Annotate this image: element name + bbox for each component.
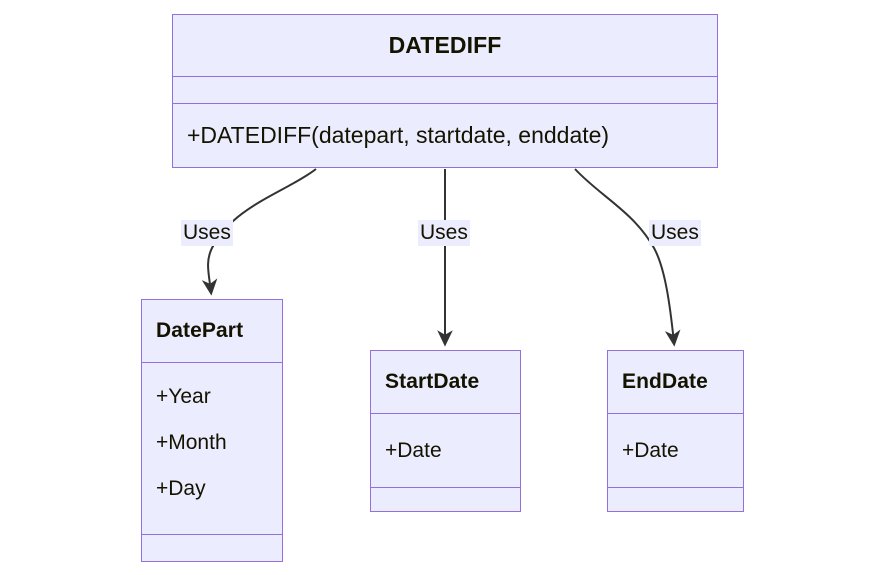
class-methods-section-startdate (371, 487, 520, 511)
class-title-section: EndDate (608, 351, 743, 413)
edge-label-uses-startdate: Uses (418, 220, 470, 247)
class-attributes-section-datepart: +Year +Month +Day (142, 362, 282, 534)
class-attribute-datepart-1: +Month (156, 431, 227, 454)
class-methods-section-datepart (142, 534, 282, 561)
class-title-section: DatePart (142, 300, 282, 362)
empty-attributes (173, 81, 717, 99)
class-node-datediff[interactable]: DATEDIFF +DATEDIFF(datepart, startdate, … (172, 14, 718, 168)
class-methods-section-enddate (608, 487, 743, 511)
class-title-section: DATEDIFF (173, 15, 717, 76)
class-methods-section-datediff: +DATEDIFF(datepart, startdate, enddate) (173, 103, 717, 167)
class-name-datediff: DATEDIFF (388, 32, 502, 58)
class-attribute-datepart-2: +Day (156, 477, 206, 500)
class-name-enddate: EndDate (622, 370, 708, 393)
class-title-section: StartDate (371, 351, 520, 413)
class-method-datediff-0: +DATEDIFF(datepart, startdate, enddate) (187, 122, 610, 148)
class-node-enddate[interactable]: EndDate +Date (607, 350, 744, 512)
empty-methods (371, 491, 520, 509)
class-node-startdate[interactable]: StartDate +Date (370, 350, 521, 512)
class-attributes-section-startdate: +Date (371, 413, 520, 487)
class-node-datepart[interactable]: DatePart +Year +Month +Day (141, 299, 283, 562)
edge-label-uses-enddate: Uses (649, 220, 701, 247)
class-name-startdate: StartDate (385, 370, 480, 393)
class-attribute-startdate-0: +Date (385, 438, 442, 462)
empty-methods (608, 491, 743, 509)
class-attributes-section-datediff (173, 76, 717, 103)
class-attributes-section-enddate: +Date (608, 413, 743, 487)
edge-label-uses-datepart: Uses (181, 220, 233, 247)
class-name-datepart: DatePart (156, 319, 244, 342)
class-attribute-datepart-0: +Year (156, 385, 211, 408)
edge-datediff-to-enddate (574, 168, 681, 347)
empty-methods (142, 539, 282, 557)
class-attribute-enddate-0: +Date (622, 438, 679, 462)
